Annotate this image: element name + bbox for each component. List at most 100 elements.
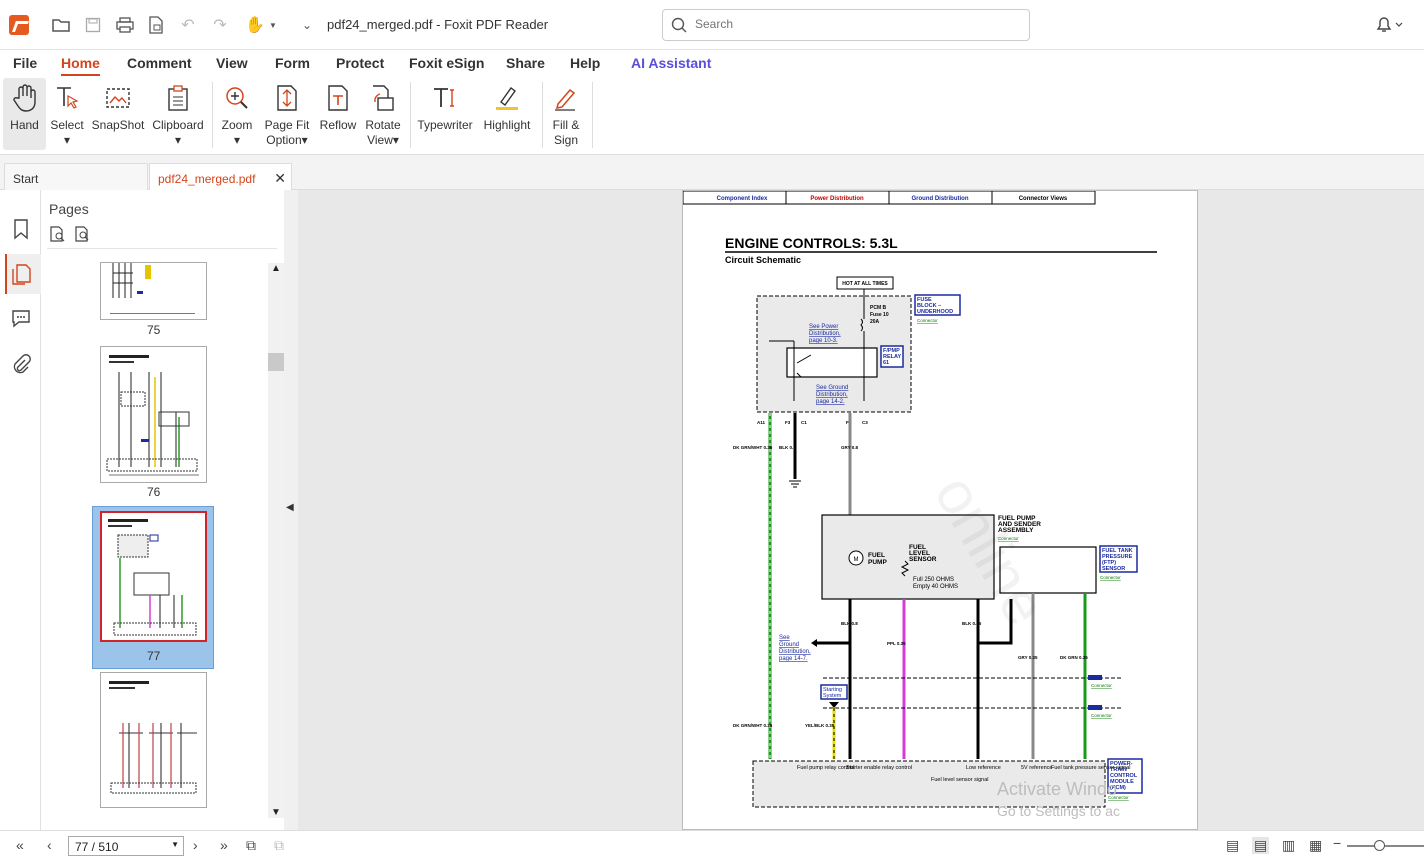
hand-tool-quick-icon[interactable]: ✋	[245, 17, 265, 34]
open-folder-icon[interactable]	[50, 14, 72, 36]
previous-page-icon[interactable]: ‹	[47, 837, 52, 853]
see-power-line1[interactable]: See Power	[809, 324, 838, 330]
next-page-icon[interactable]: ›	[193, 837, 198, 853]
previous-view-icon[interactable]: ⧉	[246, 837, 256, 853]
page-options-icon[interactable]	[49, 226, 67, 242]
pcm-fuse-line1: PCM B	[870, 305, 887, 311]
customize-chevron-icon[interactable]: ⌄	[301, 18, 313, 32]
connector-link[interactable]: Connector	[1091, 683, 1112, 688]
panel-collapse-handle[interactable]: ◀	[284, 190, 298, 830]
menu-share[interactable]: Share	[506, 55, 545, 71]
see-ground2-line2[interactable]: Ground	[779, 642, 799, 648]
create-pdf-icon[interactable]	[145, 14, 167, 36]
page-number-input[interactable]: 77 / 510 ▼	[68, 836, 184, 856]
menu-home[interactable]: Home	[61, 55, 100, 76]
comment-icon[interactable]	[10, 307, 32, 329]
fuel-pump-connector-link[interactable]: Connector	[998, 536, 1019, 541]
continuous-facing-icon[interactable]: ▦	[1309, 837, 1323, 853]
snapshot-button[interactable]: SnapShot	[92, 78, 144, 150]
attachment-icon[interactable]	[10, 353, 32, 375]
last-page-icon[interactable]: »	[220, 837, 228, 853]
see-ground-line3[interactable]: page 14-2.	[816, 399, 845, 405]
see-ground-line1[interactable]: See Ground	[816, 385, 848, 391]
zoom-slider-knob[interactable]	[1374, 840, 1385, 851]
next-view-icon[interactable]: ⧉	[274, 837, 284, 853]
menu-ai-assistant[interactable]: AI Assistant	[631, 55, 712, 71]
menu-view[interactable]: View	[216, 55, 248, 71]
nav-ground-distribution[interactable]: Ground Distribution	[912, 196, 969, 202]
single-page-icon[interactable]: ▤	[1226, 837, 1240, 853]
select-button[interactable]: Select▾	[50, 78, 84, 150]
thumbnail-scrollbar[interactable]: ▲ ▼	[268, 263, 284, 818]
save-icon[interactable]	[82, 14, 104, 36]
scroll-up-icon[interactable]: ▲	[271, 263, 281, 274]
facing-page-icon[interactable]: ▥	[1282, 837, 1296, 853]
menu-comment[interactable]: Comment	[127, 55, 192, 71]
typewriter-button[interactable]: Typewriter	[416, 78, 474, 150]
pcm-label-box[interactable]	[1107, 758, 1143, 794]
see-ground2-line1[interactable]: See	[779, 635, 790, 641]
connector-tag[interactable]	[1088, 675, 1102, 680]
see-power-line3[interactable]: page 10-3.	[809, 338, 838, 344]
collapse-arrow-icon[interactable]: ◀	[286, 502, 294, 513]
bookmark-icon[interactable]	[10, 218, 32, 240]
zoom-slider[interactable]	[1347, 845, 1424, 847]
pcm-fuse-line3: 20A	[870, 319, 880, 325]
undo-icon[interactable]: ↶	[181, 17, 195, 34]
close-tab-icon[interactable]: ✕	[274, 170, 286, 186]
page-search-icon[interactable]	[74, 226, 92, 242]
fill-and-sign-button[interactable]: Fill &Sign	[548, 78, 584, 150]
fuse-block-connector-link[interactable]: Connector	[917, 318, 938, 323]
search-input[interactable]	[695, 17, 1015, 31]
see-power-line2[interactable]: Distribution,	[809, 331, 841, 337]
tab-document[interactable]: pdf24_merged.pdf ✕	[149, 163, 292, 190]
nav-box[interactable]	[991, 191, 1096, 205]
connector-tag[interactable]	[1088, 705, 1102, 710]
reflow-button[interactable]: Reflow	[318, 78, 358, 150]
nav-connector-views[interactable]: Connector Views	[1019, 196, 1068, 202]
clipboard-button[interactable]: Clipboard▾	[151, 78, 205, 150]
see-ground2-line3[interactable]: Distribution,	[779, 649, 811, 655]
clipboard-icon	[163, 82, 193, 114]
fuse-block-label-box[interactable]	[914, 294, 961, 316]
starting-system-box[interactable]	[820, 684, 848, 700]
zoom-button[interactable]: Zoom▾	[220, 78, 254, 150]
ftp-label-box[interactable]	[1099, 545, 1138, 573]
nav-power-distribution[interactable]: Power Distribution	[810, 196, 864, 202]
zoom-out-icon[interactable]: −	[1333, 835, 1342, 851]
page-thumbnail-77[interactable]	[100, 511, 207, 642]
tab-start[interactable]: Start	[4, 163, 148, 190]
page-thumbnail-78[interactable]	[100, 672, 207, 808]
page-thumbnail-76[interactable]	[100, 346, 207, 483]
highlight-button[interactable]: Highlight	[480, 78, 534, 150]
pages-panel-icon[interactable]	[10, 263, 32, 285]
search-box[interactable]	[662, 9, 1030, 41]
redo-icon[interactable]: ↷	[213, 17, 227, 34]
page-thumbnail-75[interactable]	[100, 262, 207, 320]
scrollbar-thumb[interactable]	[268, 353, 284, 371]
print-icon[interactable]	[114, 14, 136, 36]
scroll-down-icon[interactable]: ▼	[271, 807, 281, 818]
chevron-down-icon[interactable]: ▼	[269, 20, 277, 30]
menu-foxit-esign[interactable]: Foxit eSign	[409, 55, 485, 71]
connector-link[interactable]: Connector	[1091, 713, 1112, 718]
ftp-connector-link[interactable]: Connector	[1100, 575, 1121, 580]
menu-help[interactable]: Help	[570, 55, 601, 71]
see-ground2-line4[interactable]: page 14-7.	[779, 656, 808, 662]
see-ground-line2[interactable]: Distribution,	[816, 392, 848, 398]
menu-file[interactable]: File	[13, 55, 38, 71]
menu-form[interactable]: Form	[275, 55, 310, 71]
document-viewer[interactable]: Component Index Power Distribution Groun…	[298, 190, 1424, 830]
page-dropdown-icon[interactable]: ▼	[171, 840, 179, 849]
continuous-page-icon[interactable]: ▤	[1252, 837, 1270, 854]
pcm-connector-link[interactable]: Connector	[1108, 795, 1129, 800]
menu-protect[interactable]: Protect	[336, 55, 385, 71]
nav-component-index[interactable]: Component Index	[717, 196, 768, 202]
hand-button[interactable]: Hand	[3, 78, 46, 150]
first-page-icon[interactable]: «	[16, 837, 24, 853]
relay-label-box[interactable]	[880, 345, 904, 368]
hot-label-box	[836, 276, 894, 290]
notification-bell-icon[interactable]	[1374, 15, 1404, 35]
